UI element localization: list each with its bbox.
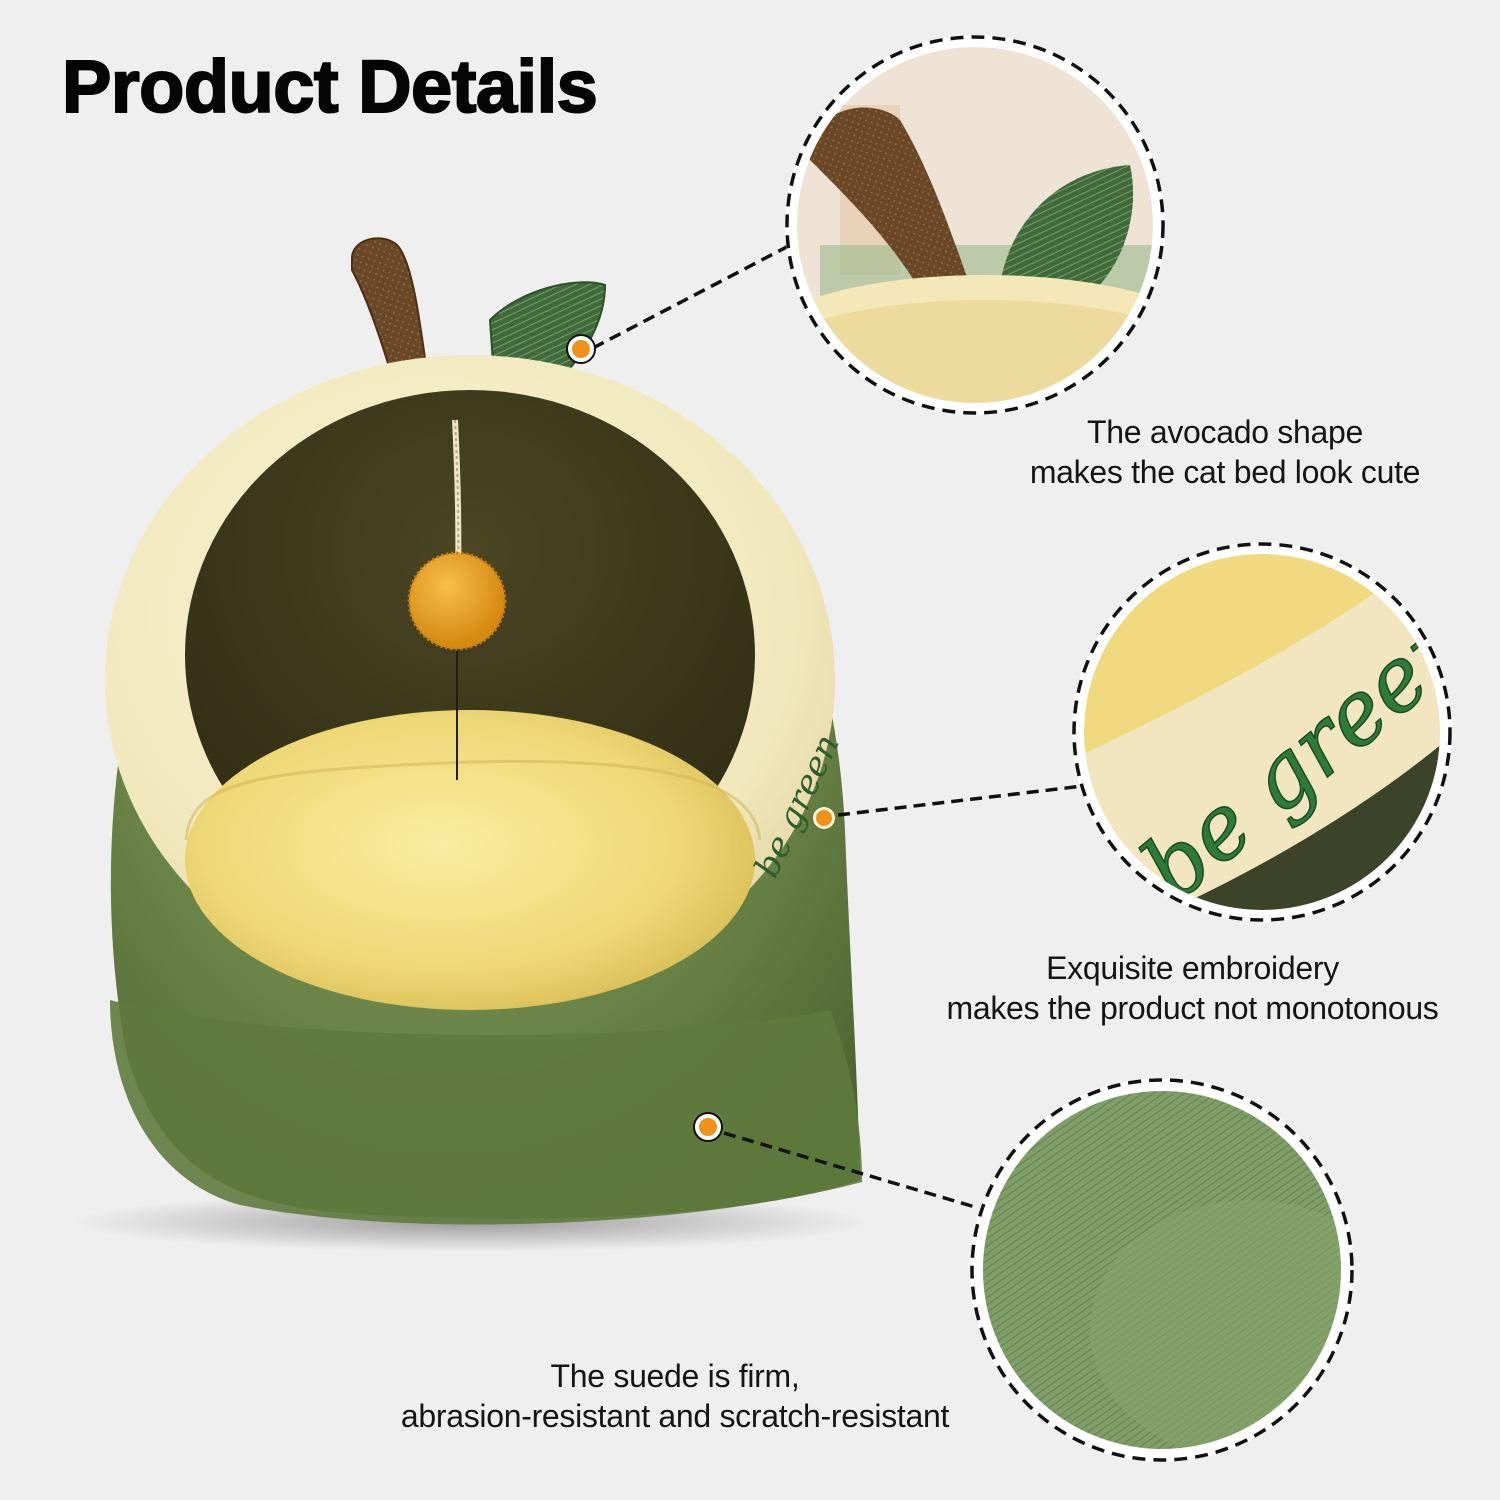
- callout-suede: [693, 1112, 976, 1209]
- marker-dot-icon: [816, 810, 832, 826]
- caption-embroidery: Exquisite embroidery makes the product n…: [905, 948, 1480, 1028]
- callout-leaf: [566, 238, 801, 364]
- caption-line: The avocado shape: [1087, 414, 1363, 450]
- caption-line: Exquisite embroidery: [1046, 950, 1339, 986]
- detail-circle-suede: [970, 1078, 1354, 1462]
- detail-circle-stem-leaf: [785, 35, 1165, 415]
- marker-dot-icon: [699, 1118, 717, 1136]
- caption-line: makes the product not monotonous: [946, 990, 1439, 1026]
- callout-embroidery: [813, 784, 1084, 829]
- caption-avocado-shape: The avocado shape makes the cat bed look…: [990, 412, 1460, 492]
- cat-bed-main-image: be green: [70, 237, 870, 1252]
- page-title: Product Details: [61, 45, 599, 128]
- caption-line: abrasion-resistant and scratch-resistant: [400, 1398, 950, 1434]
- caption-line: The suede is firm,: [550, 1358, 800, 1394]
- detail-circle-embroidery: be green: [1072, 542, 1452, 922]
- marker-dot-icon: [572, 340, 590, 358]
- caption-suede: The suede is firm, abrasion-resistant an…: [350, 1356, 1000, 1436]
- caption-line: makes the cat bed look cute: [1029, 454, 1421, 490]
